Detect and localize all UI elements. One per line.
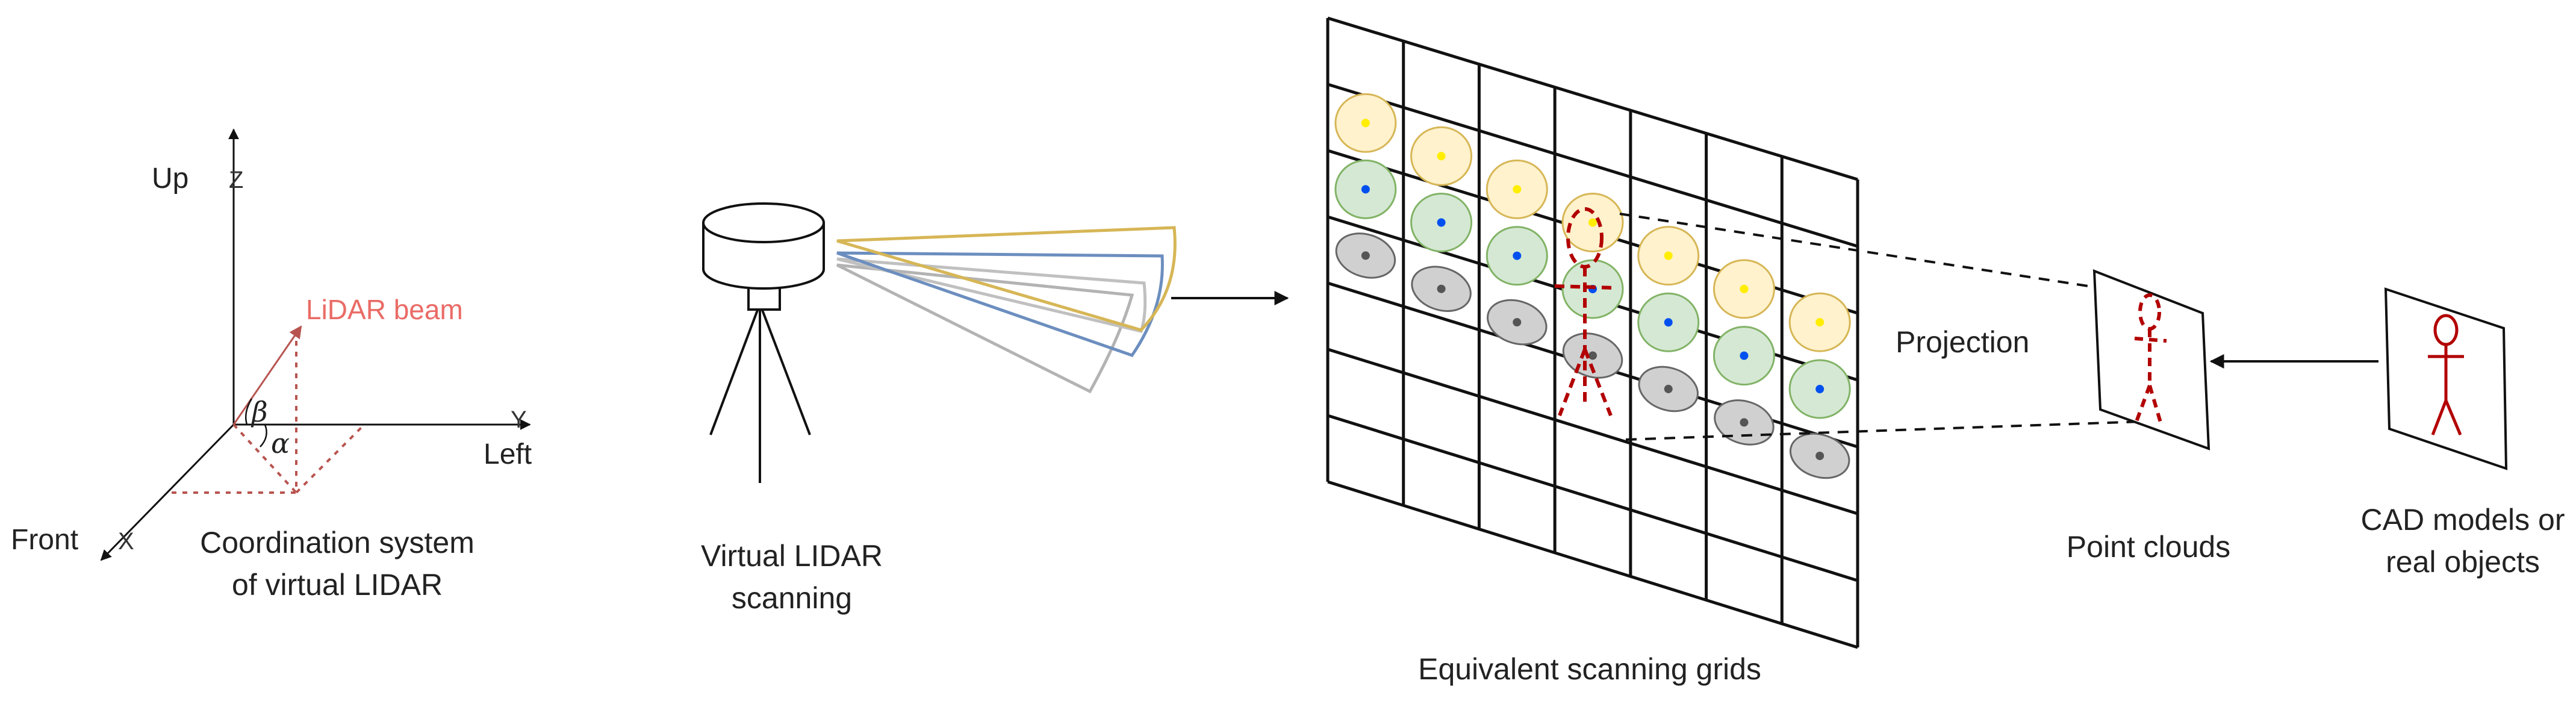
yellow-beam-spot: [1410, 126, 1473, 186]
lidar-scanner: Virtual LIDAR scanning: [701, 202, 1177, 615]
yellow-beam-spot: [1334, 93, 1397, 153]
alpha-arc: [260, 424, 267, 447]
gray-beam-spot-center: [1664, 384, 1673, 393]
yellow-beam-spot: [1788, 292, 1851, 352]
tripod-leg-right: [761, 310, 811, 435]
grid-row-line: [1327, 414, 1858, 582]
projection-line-bottom: [1625, 420, 2141, 441]
grid-caption: Equivalent scanning grids: [1418, 652, 1761, 686]
lidar-beam-label: LiDAR beam: [306, 294, 463, 325]
green-beam-spot-center: [1740, 351, 1749, 360]
axis-z-label: Z: [229, 167, 243, 193]
gray-beam-spot: [1789, 432, 1850, 479]
coordinate-caption-line1: Coordination system: [200, 526, 474, 559]
projection-line-top: [1619, 213, 2108, 290]
yellow-beam-spot-center: [1361, 119, 1370, 128]
axis-y-label: Y: [511, 407, 527, 433]
scan-beam-blue: [836, 251, 1164, 357]
yellow-beam-spot: [1561, 192, 1624, 252]
scanning-grid: Equivalent scanning grids: [1326, 16, 1859, 686]
green-beam-spot-center: [1361, 185, 1370, 194]
grid-projected-figure: [1554, 207, 1616, 417]
yellow-beam-spot-center: [1815, 318, 1825, 327]
projected-figure-leg-left: [1558, 348, 1587, 417]
gray-beam-spot: [1714, 399, 1775, 446]
grid-row-line: [1327, 16, 1858, 181]
grid-row-line: [1327, 480, 1858, 649]
point-cloud-arms: [2134, 337, 2167, 343]
point-cloud-caption: Point clouds: [2067, 530, 2230, 564]
projection-guide-diagonal: [295, 423, 366, 494]
point-cloud-panel: Point clouds: [2067, 269, 2230, 564]
beta-arc: [245, 398, 253, 425]
green-beam-spot-center: [1664, 318, 1673, 327]
cad-stick-figure: [2428, 314, 2464, 435]
coordinate-caption-line2: of virtual LIDAR: [232, 568, 443, 602]
grid-dots: [1334, 93, 1851, 479]
green-beam-spot: [1788, 359, 1851, 419]
alpha-symbol: α: [271, 427, 290, 460]
point-cloud-figure: [2134, 293, 2167, 427]
beta-symbol: β: [250, 396, 268, 428]
projection-label: Projection: [1896, 325, 2029, 359]
scan-beam-gray-lower: [836, 263, 1134, 394]
yellow-beam-spot: [1637, 226, 1700, 286]
green-beam-spot: [1486, 226, 1548, 286]
grid-lines: [1326, 16, 1859, 649]
green-beam-spot: [1410, 192, 1473, 252]
yellow-beam-spot: [1486, 159, 1548, 219]
gray-beam-spot: [1487, 299, 1548, 346]
gray-beam-spot: [1411, 266, 1472, 312]
cad-panel: CAD models or real objects: [2361, 287, 2565, 579]
x-axis: [100, 423, 235, 561]
green-beam-spot: [1334, 159, 1397, 219]
scanner-caption-line1: Virtual LIDAR: [701, 539, 883, 573]
yellow-beam-spot-center: [1588, 218, 1597, 227]
cad-caption-line1: CAD models or: [2361, 503, 2565, 537]
cad-caption-line2: real objects: [2386, 545, 2540, 579]
gray-beam-spot: [1562, 332, 1623, 379]
green-beam-spot-center: [1437, 218, 1446, 227]
axis-front-label: Front: [11, 524, 78, 556]
gray-beam-spot-center: [1513, 318, 1522, 327]
point-cloud-leg-right: [2148, 385, 2164, 427]
gray-beam-spot-center: [1740, 418, 1749, 427]
green-beam-spot-center: [1815, 385, 1825, 394]
yellow-beam-spot-center: [1513, 185, 1522, 194]
projected-figure-leg-right: [1583, 348, 1613, 417]
gray-beam-spot-center: [1437, 284, 1446, 293]
axis-up-label: Up: [152, 163, 188, 195]
green-beam-spot: [1561, 259, 1624, 319]
cad-figure-leg-right: [2444, 400, 2462, 435]
point-cloud-leg-left: [2135, 384, 2151, 423]
cad-figure-leg-left: [2431, 400, 2448, 435]
gray-beam-spot: [1335, 232, 1396, 279]
yellow-beam-spot-center: [1664, 251, 1673, 260]
gray-beam-spot-center: [1361, 251, 1370, 260]
green-beam-spot: [1637, 292, 1700, 352]
gray-beam-spot: [1638, 366, 1699, 413]
axis-x-label: X: [118, 528, 134, 555]
yellow-beam-spot: [1713, 259, 1775, 319]
scanner-caption-line2: scanning: [732, 581, 852, 615]
scanner-mount: [747, 287, 781, 311]
scanner-top: [702, 202, 825, 243]
green-beam-spot-center: [1513, 251, 1522, 260]
projection-guide-ground: [232, 423, 297, 494]
gray-beam-spot-center: [1588, 351, 1597, 360]
gray-beam-spot-center: [1815, 451, 1825, 460]
grid-row-line: [1327, 83, 1858, 248]
axis-left-label: Left: [484, 438, 532, 470]
green-beam-spot: [1713, 326, 1775, 386]
yellow-beam-spot-center: [1740, 284, 1749, 293]
scan-beam-yellow: [836, 226, 1177, 332]
yellow-beam-spot-center: [1437, 152, 1446, 161]
coordinate-system: β α Up Z Y Left Front X LiDAR beam Coord…: [11, 128, 532, 602]
grid-row-line: [1327, 347, 1858, 516]
lidar-beam-vector: [232, 325, 302, 425]
tripod-leg-left: [709, 310, 759, 435]
projected-figure-arms: [1554, 284, 1616, 290]
